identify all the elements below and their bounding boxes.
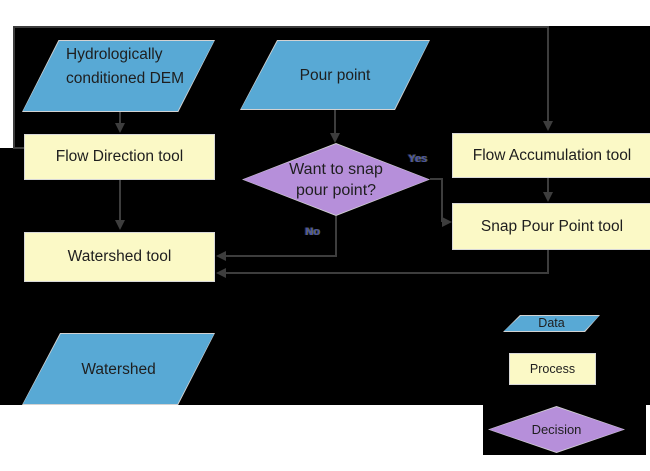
arrowhead-left-icon — [216, 251, 226, 261]
legend-process: Process — [509, 353, 596, 385]
node-flow-accumulation-label: Flow Accumulation tool — [472, 146, 632, 164]
node-pour-point-label: Pour point — [299, 66, 371, 84]
node-decision-want-to-snap: Want to snap pour point? — [242, 143, 430, 216]
arrowhead-down-icon — [543, 121, 553, 131]
arrowhead-down-icon — [330, 133, 340, 143]
node-pour-point: Pour point — [240, 40, 430, 110]
node-snap-pour-point-tool: Snap Pour Point tool — [452, 203, 650, 250]
pour-point-parallelogram — [241, 41, 429, 109]
arrowhead-down-icon — [543, 192, 553, 202]
node-watershed: Watershed — [22, 333, 215, 405]
arrowhead-down-icon — [115, 123, 125, 133]
node-decision-label: Want to snap pour point? — [289, 160, 383, 199]
connector-dem-flowdirection — [119, 112, 121, 124]
connector-flowdirection-watershedtool — [119, 180, 121, 220]
watershed-parallelogram — [23, 334, 214, 404]
connector-flowaccumulation-snappourpoint — [547, 178, 549, 193]
node-watershed-tool: Watershed tool — [24, 232, 215, 282]
legend-decision-label: Decision — [531, 422, 582, 437]
arrowhead-right-icon — [442, 217, 452, 227]
node-flow-accumulation-tool: Flow Accumulation tool — [452, 133, 650, 178]
connector-yes-horizontal — [430, 178, 443, 180]
connector-snappourpoint-watershedtool-horizontal — [226, 272, 549, 274]
yes-branch-label: Yes — [408, 153, 427, 165]
node-flow-direction-tool: Flow Direction tool — [24, 134, 215, 180]
arrowhead-left-icon — [216, 268, 226, 278]
node-dem: Hydrologically conditioned DEM — [22, 40, 215, 112]
arrowhead-down-icon — [115, 220, 125, 230]
diagram-background-left-strip — [0, 148, 13, 405]
node-snap-pour-point-label: Snap Pour Point tool — [480, 217, 624, 235]
legend-decision: Decision — [488, 406, 625, 453]
dem-parallelogram — [23, 41, 214, 111]
node-dem-label: Hydrologically conditioned DEM — [66, 46, 185, 87]
legend-data-label: Data — [538, 316, 565, 330]
connector-flowdirection-flowaccumulation-drop — [547, 26, 549, 122]
connector-pourpoint-decision — [334, 110, 336, 134]
connector-no-horizontal — [226, 255, 337, 257]
node-watershed-tool-label: Watershed tool — [67, 248, 172, 265]
connector-flowdirection-flowaccumulation-left — [13, 26, 15, 149]
legend-data: Data — [503, 315, 600, 332]
legend-data-parallelogram — [504, 316, 599, 331]
connector-flowdirection-flowaccumulation-stub — [13, 147, 24, 149]
no-branch-label: No — [305, 226, 320, 238]
connector-flowdirection-flowaccumulation-top — [13, 26, 549, 28]
node-flow-direction-label: Flow Direction tool — [55, 148, 184, 165]
connector-snappourpoint-watershedtool-vertical — [547, 250, 549, 274]
connector-no-vertical — [335, 216, 337, 257]
node-watershed-label: Watershed — [81, 360, 156, 378]
connector-yes-vertical — [441, 178, 443, 222]
legend-process-label: Process — [529, 362, 576, 376]
